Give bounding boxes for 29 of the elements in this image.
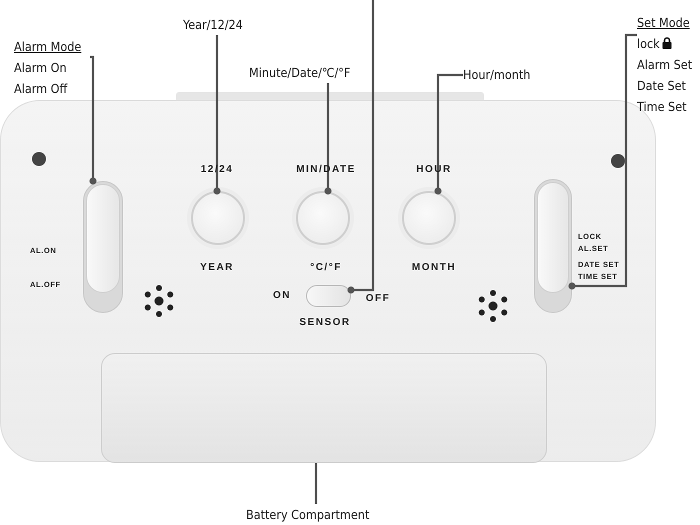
callout-label: Year/12/24 (183, 16, 244, 34)
mode-option: Alarm Off (14, 78, 90, 99)
printed-label: OFF (366, 293, 390, 304)
sensor-toggle-switch (306, 285, 351, 307)
mode-option: lock (637, 36, 660, 51)
alarm-slide-switch (83, 181, 123, 313)
mode-slide-switch (534, 179, 572, 313)
leader-line (314, 463, 318, 504)
callout-label: Battery Compartment (246, 506, 370, 524)
mode-option: Alarm On (14, 57, 90, 78)
callout-label: Alarm Mode (14, 38, 82, 56)
printed-label: SENSOR (299, 317, 351, 328)
leader-line (213, 35, 221, 195)
leader-line (347, 0, 374, 294)
leader-line (324, 83, 332, 195)
leader-line (434, 74, 463, 195)
mode-option: Time Set (637, 96, 699, 117)
mode-option: Alarm Set (637, 54, 699, 75)
callout-label: Hour/month (463, 66, 532, 84)
callout-label: Minute/Date/℃/°F (249, 64, 352, 82)
printed-label: YEAR (200, 262, 234, 273)
printed-label: ON (273, 290, 291, 301)
callout-label: Set Mode (637, 14, 691, 32)
battery-cover (101, 353, 547, 463)
mode-option: Date Set (637, 75, 699, 96)
printed-label: MONTH (412, 262, 456, 273)
printed-label: °C/°F (310, 262, 342, 273)
leader-line (568, 34, 637, 290)
leader-line (89, 56, 97, 185)
